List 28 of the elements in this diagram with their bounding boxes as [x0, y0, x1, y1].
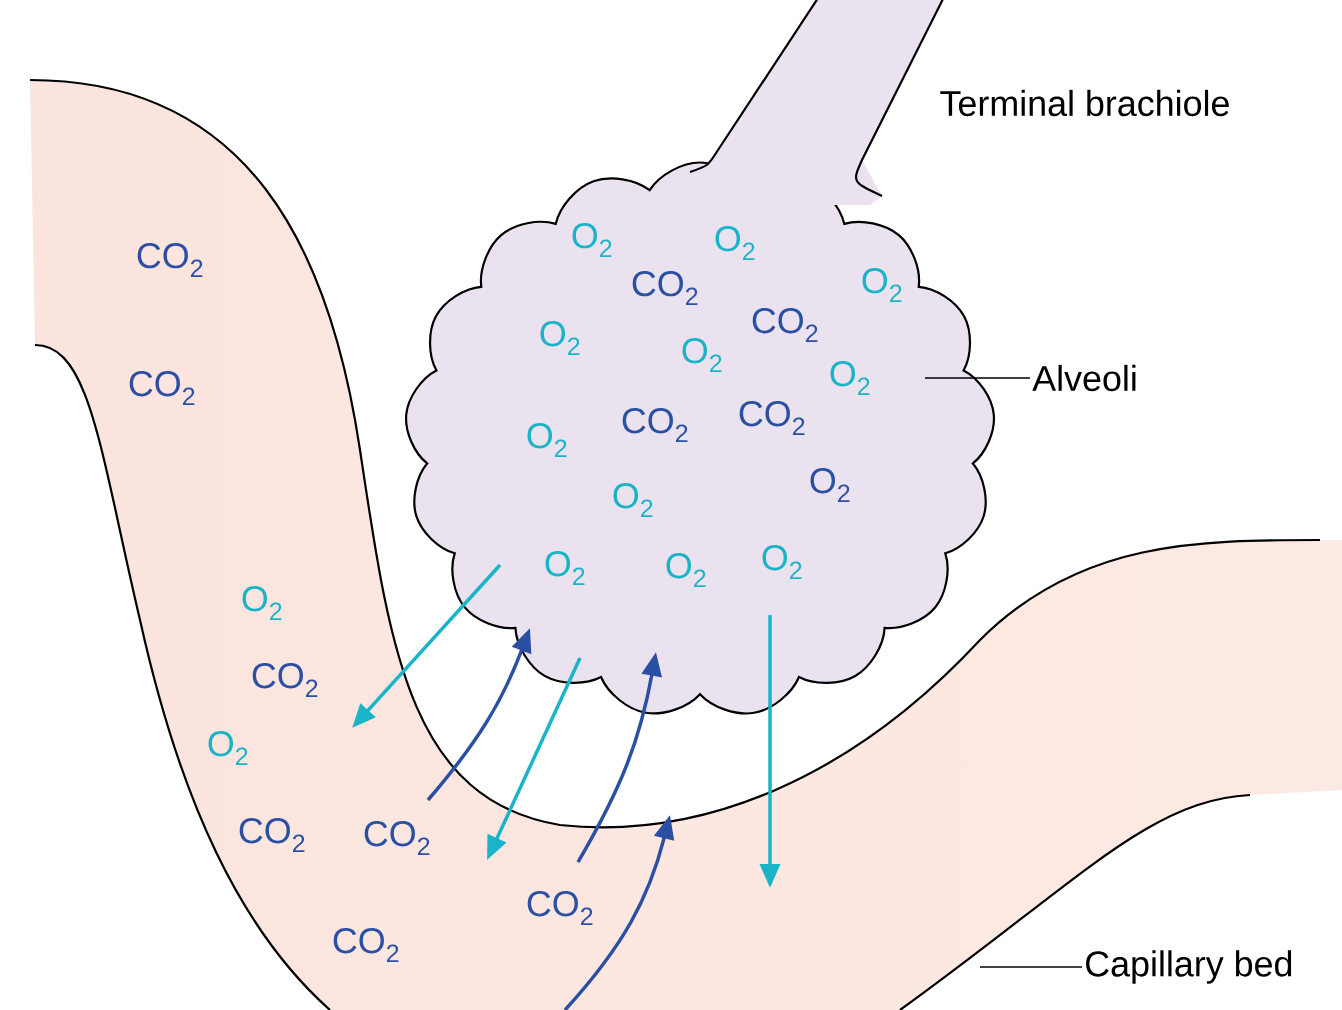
gas-label: CO$_{2}$: [364, 821, 430, 856]
gas-label: CO$_{2}$: [239, 818, 305, 853]
gas-label: O$_{2}$: [613, 483, 653, 518]
gas-label: CO$_{2}$: [527, 891, 593, 926]
capillary-drawing: [29, 78, 1321, 1010]
gas-label: O$_{2}$: [572, 223, 612, 257]
gas-label: CO$_{2}$: [252, 663, 318, 698]
gas-label: O$_{2}$: [242, 586, 282, 621]
gas-label: O$_{2}$: [830, 361, 870, 395]
gas-label: O$_{2}$: [208, 731, 248, 766]
gas-label: O$_{2}$: [810, 468, 850, 502]
gas-label: CO$_{2}$: [632, 271, 698, 305]
leader-line: [924, 377, 1031, 379]
gas-label: CO$_{2}$: [739, 401, 805, 435]
gas-label: CO$_{2}$: [137, 243, 203, 277]
gas-label: O$_{2}$: [762, 545, 802, 580]
gas-label: O$_{2}$: [545, 551, 585, 586]
leader-line: [979, 966, 1083, 968]
gas-label: CO$_{2}$: [333, 928, 399, 963]
gas-label: CO$_{2}$: [129, 371, 195, 405]
gas-label: O$_{2}$: [527, 423, 567, 457]
gas-label: O$_{2}$: [540, 321, 580, 355]
gas-label: O$_{2}$: [682, 338, 722, 372]
gas-label: O$_{2}$: [862, 268, 902, 302]
gas-label: CO$_{2}$: [752, 308, 818, 342]
gas-label: O$_{2}$: [715, 226, 755, 260]
gas-label: CO$_{2}$: [622, 408, 688, 442]
gas-label: O$_{2}$: [666, 553, 706, 588]
